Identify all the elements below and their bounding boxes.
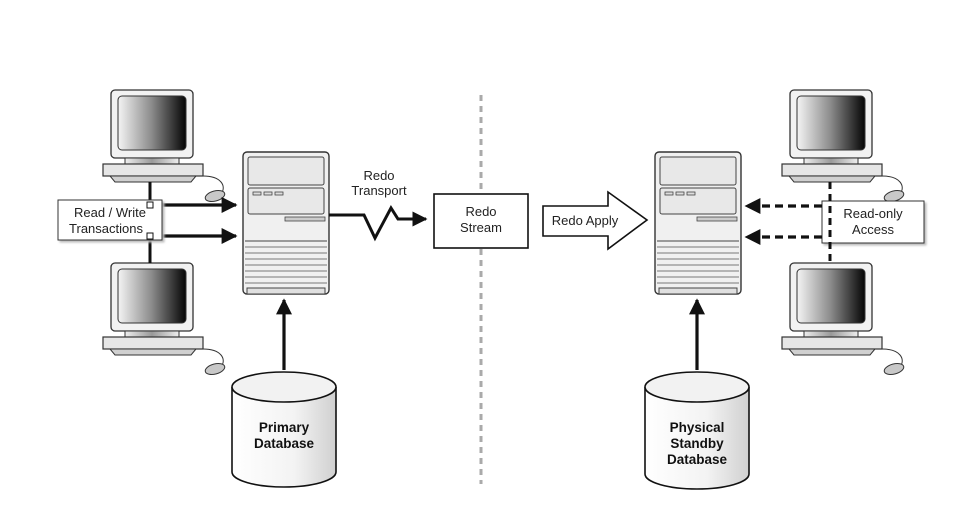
read-write-transactions-label: Read / Write Transactions bbox=[57, 199, 163, 241]
server-icon bbox=[654, 151, 742, 295]
label-line: Transactions bbox=[69, 221, 143, 236]
database-label-line: Physical bbox=[670, 420, 725, 435]
label-line: Read-only bbox=[843, 206, 903, 221]
redo-stream-box: Redo Stream bbox=[433, 193, 529, 249]
primary-client-bottom bbox=[102, 262, 227, 378]
database-label-line: Database bbox=[667, 452, 728, 467]
label-line: Read / Write bbox=[74, 205, 146, 220]
primary-database: Primary Database bbox=[231, 371, 337, 488]
database-label-line: Database bbox=[254, 436, 315, 451]
primary-server bbox=[242, 151, 330, 295]
computer-icon bbox=[102, 89, 227, 205]
redo-transport-label: Redo bbox=[363, 168, 394, 183]
computer-icon bbox=[781, 262, 906, 378]
primary-client-top bbox=[102, 89, 227, 205]
redo-stream-label: Redo bbox=[465, 204, 496, 219]
label-line: Access bbox=[852, 222, 894, 237]
computer-icon bbox=[781, 89, 906, 205]
server-icon bbox=[242, 151, 330, 295]
read-only-access-label: Read-only Access bbox=[821, 200, 925, 244]
database-label-line: Primary bbox=[259, 420, 310, 435]
database-label-line: Standby bbox=[670, 436, 724, 451]
redo-stream-label: Stream bbox=[460, 220, 502, 235]
redo-apply-arrow: Redo Apply bbox=[542, 190, 649, 251]
standby-server bbox=[654, 151, 742, 295]
standby-client-bottom bbox=[781, 262, 906, 378]
standby-client-top bbox=[781, 89, 906, 205]
redo-transport-lightning-arrow bbox=[329, 205, 428, 242]
redo-apply-label: Redo Apply bbox=[552, 213, 619, 228]
redo-transport-label: Transport bbox=[351, 183, 407, 198]
standby-database: Physical Standby Database bbox=[644, 371, 750, 490]
computer-icon bbox=[102, 262, 227, 378]
